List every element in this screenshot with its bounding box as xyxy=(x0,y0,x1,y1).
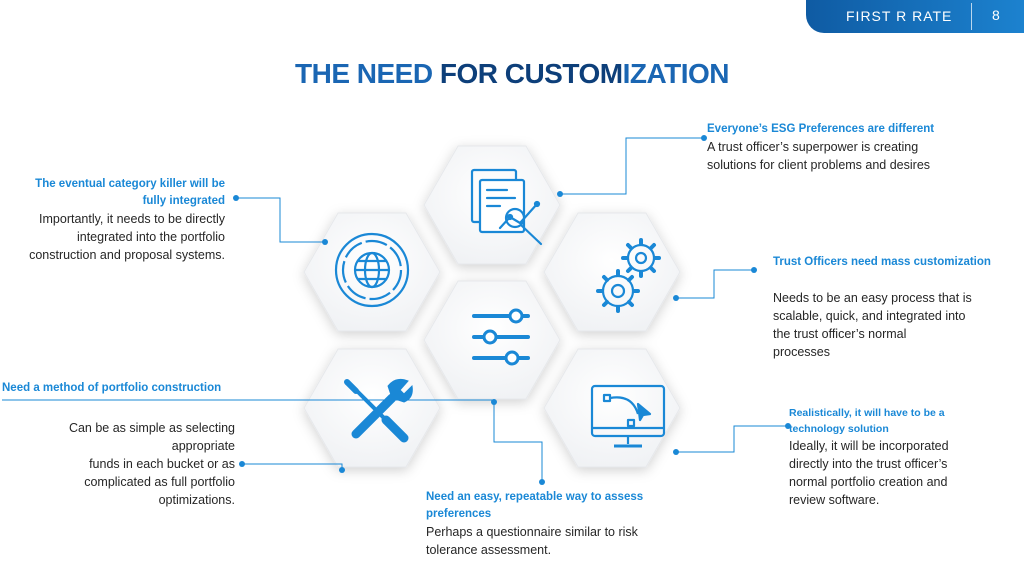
callout-method: Can be as simple as selecting appropriat… xyxy=(14,419,235,509)
title-part-1: THE NEED xyxy=(295,58,433,89)
callout-killer-heading2: fully integrated xyxy=(142,195,225,207)
page-title: THE NEED FOR CUSTOMIZATION xyxy=(0,58,1024,90)
callout-method-line5: optimizations. xyxy=(158,493,235,507)
callout-repeatable: Need an easy, repeatable way to assess p… xyxy=(426,489,686,559)
connector-killer xyxy=(236,197,325,243)
callout-method-line1: Can be as simple as selecting xyxy=(68,421,235,435)
callout-tech: Realistically, it will have to be a tech… xyxy=(789,405,1009,509)
globe-icon xyxy=(334,232,410,308)
callout-tech-line4: review software. xyxy=(789,493,880,507)
callout-esg-line2: solutions for client problems and desire… xyxy=(707,158,931,172)
callout-mass-line4: processes xyxy=(773,345,830,359)
callout-killer: The eventual category killer will be ful… xyxy=(4,176,225,264)
callout-killer-line3: construction and proposal systems. xyxy=(29,248,225,262)
callout-tech-heading1: Realistically, it will have to be a xyxy=(789,407,945,419)
callout-mass-heading: Trust Officers need mass customization xyxy=(773,256,991,268)
connector-tech xyxy=(676,425,788,453)
callout-tech-heading2: technology solution xyxy=(789,423,889,435)
title-part-2: FOR CUSTOM xyxy=(439,58,623,89)
callout-esg-line1: A trust officer’s superpower is creating xyxy=(707,140,919,154)
connector-dots xyxy=(233,135,791,485)
callout-method-line3: funds in each bucket or as xyxy=(89,457,235,471)
callout-killer-line2: integrated into the portfolio xyxy=(76,230,225,244)
callout-mass: Trust Officers need mass customization N… xyxy=(773,254,1021,361)
callout-tech-line3: normal portfolio creation and xyxy=(789,475,948,489)
callout-mass-line2: scalable, quick, and integrated into xyxy=(773,309,966,323)
callout-tech-line1: Ideally, it will be incorporated xyxy=(789,439,949,453)
callout-method-line4: complicated as full portfolio xyxy=(84,475,235,489)
callout-repeatable-line1: Perhaps a questionnaire similar to risk xyxy=(426,525,638,539)
callout-esg-heading: Everyone’s ESG Preferences are different xyxy=(707,123,935,135)
tools-icon xyxy=(344,378,413,443)
hexagon-left-top xyxy=(303,212,441,332)
monitor-design-icon xyxy=(590,384,666,448)
title-part-3: IZATION xyxy=(622,58,730,89)
callout-killer-heading1: The eventual category killer will be xyxy=(35,178,225,190)
document-analysis-icon xyxy=(470,168,543,246)
callout-repeatable-heading2: preferences xyxy=(426,508,492,520)
hexagon-right-top xyxy=(543,212,681,332)
connector-repeatable xyxy=(493,402,543,482)
sliders-icon xyxy=(472,308,530,366)
callout-killer-line1: Importantly, it needs to be directly xyxy=(39,212,225,226)
callout-tech-line2: directly into the trust officer’s xyxy=(789,457,948,471)
connector-method xyxy=(242,463,343,470)
callout-method-heading-box: Need a method of portfolio construction xyxy=(2,380,242,397)
callout-esg: Everyone’s ESG Preferences are different… xyxy=(707,121,1007,174)
connector-mass xyxy=(676,269,754,299)
callout-repeatable-heading1: Need an easy, repeatable way to assess xyxy=(426,491,644,503)
brand-tab: FIRST R RATE 8 xyxy=(806,0,1024,33)
connector-esg xyxy=(560,137,704,195)
callout-repeatable-line2: tolerance assessment. xyxy=(426,543,552,557)
callout-mass-line1: Needs to be an easy process that is xyxy=(773,291,972,305)
gears-icon xyxy=(596,238,661,313)
callout-method-line2: appropriate xyxy=(171,439,235,453)
hexagon-right-bottom xyxy=(543,348,681,468)
brand-logo: FIRST R RATE xyxy=(846,8,953,24)
page-number: 8 xyxy=(992,7,1000,23)
brand-divider xyxy=(971,3,972,30)
callout-method-heading: Need a method of portfolio construction xyxy=(2,382,222,394)
callout-mass-line3: the trust officer’s normal xyxy=(773,327,907,341)
